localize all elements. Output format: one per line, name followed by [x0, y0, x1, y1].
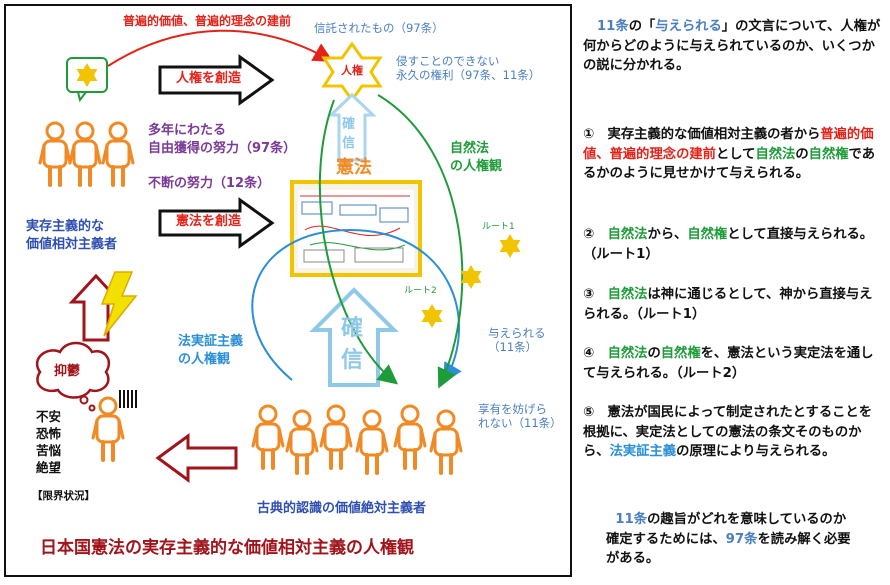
stress-lines-icon: [119, 390, 137, 408]
kakushin-big-2: 信: [341, 348, 364, 373]
kakushin-small-2: 信: [342, 136, 356, 151]
trust-label: 信託されたもの（97条）: [314, 21, 444, 35]
diagram-frame: [4, 4, 572, 577]
absolutist-people-icon: [251, 404, 463, 475]
top-red-arrow: [107, 29, 334, 67]
relativist-label: 実存主義的な 価値相対主義者: [26, 219, 118, 253]
sidebar-item-2: ② 自然法から、自然権として直接与えられる。（ルート1）: [583, 227, 874, 262]
anxiety-label: 不安 恐怖 苦悩 絶望: [36, 409, 62, 475]
intro-article-ref: 11条: [596, 19, 629, 34]
absolutist-label: 古典的認識の価値絶対主義者: [257, 501, 427, 516]
sidebar-outro: 11条の趣旨がどれを意味しているのか確定するためには、97条を読み解く必要がある…: [606, 512, 851, 566]
positive-law-label: 法実証主義 の人権観: [178, 334, 244, 367]
create-rights-arrow: [158, 54, 275, 106]
limit-label: 【限界状況】: [32, 490, 95, 502]
route1-label: ルート1: [482, 222, 515, 232]
sidebar-item-5: ⑤ 憲法が国民によって制定されたとすることを根拠に、実定法としての憲法の条文その…: [583, 405, 873, 459]
depression-cloud-icon: [35, 341, 111, 412]
kakushin-big-1: 確: [341, 316, 364, 341]
depression-label: 抑鬱: [54, 364, 81, 379]
effort-constant-label: 不断の努力（12条）: [148, 176, 271, 191]
kakushin-small-1: 確: [342, 117, 356, 132]
inviolable-label: 侵すことのできない 永久の権利（97条、11条）: [396, 54, 541, 83]
kenpo-label: 憲法: [336, 157, 372, 178]
create-rights-label: 人権を創造: [176, 71, 242, 86]
constitution-document-image: [290, 180, 422, 277]
top-arrow-label: 普遍的価値、普遍的理念の建前: [123, 14, 292, 28]
sidebar-intro: 11条の「与えられる」の文言について、人権が何からどのように与えられているのか、…: [583, 19, 881, 73]
route2-label: ルート2: [404, 286, 437, 296]
green-arc-route2: [318, 99, 399, 385]
speech-bubble-icon: [66, 57, 108, 103]
sidebar-item-4: ④ 自然法の自然権を、憲法という実定法を通して与えられる。（ルート2）: [583, 346, 874, 381]
small-conviction-arrow: [327, 92, 377, 162]
create-constitution-arrow: [158, 197, 275, 249]
sidebar-item-3: ③ 自然法は神に通じるとして、神から直接与えられる。（ルート1）: [583, 287, 873, 322]
relativist-people-icon: [38, 121, 135, 187]
diagram-title: 日本国憲法の実存主義的な価値相対主義の人権観: [40, 538, 414, 558]
lightning-icon: [100, 271, 138, 337]
effort-long-label: 多年にわたる 自由獲得の努力（97条）: [148, 123, 297, 156]
sidebar-item-1: ① 実存主義的な価値相対主義の者から普遍的価値、普遍的理念の建前として自然法の自…: [583, 127, 876, 181]
cannot-hinder-label: 享有を妨げら れない（11条）: [478, 402, 562, 431]
suffering-person-icon: [91, 396, 125, 462]
dark-red-left-arrow: [155, 433, 238, 483]
green-arc-route1: [377, 94, 464, 389]
jinken-star-label: 人権: [341, 64, 363, 77]
star-icon: [499, 234, 521, 258]
intro-keyword: 与えられる: [655, 19, 722, 34]
star-icon: [460, 265, 482, 289]
create-constitution-label: 憲法を創造: [176, 214, 242, 229]
given-label: 与えられる （11条）: [488, 326, 546, 355]
natural-law-label: 自然法 の人権観: [450, 141, 503, 174]
star-icon: [421, 304, 443, 328]
